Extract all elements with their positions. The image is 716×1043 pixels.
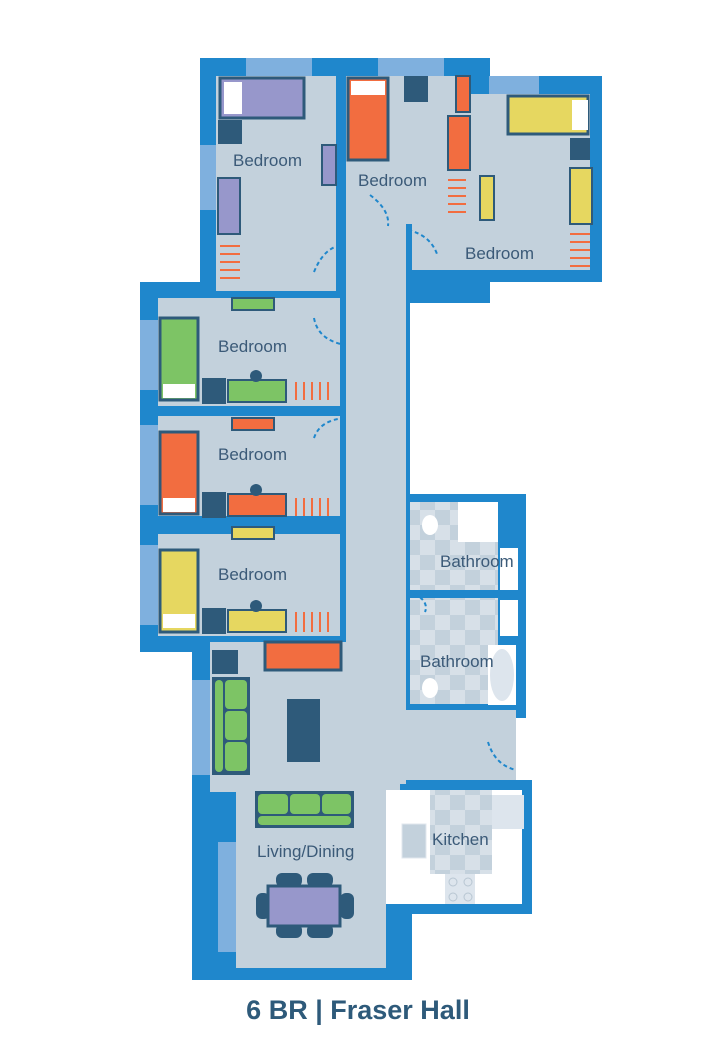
doors (313, 194, 517, 771)
tv-console (263, 640, 343, 672)
toilet-icon (422, 678, 438, 698)
bathtub-icon (490, 649, 514, 701)
label-bedroom-4: Bedroom (218, 337, 287, 356)
label-bathroom-1: Bathroom (440, 552, 514, 571)
coffee-table (287, 699, 320, 762)
label-bedroom-6: Bedroom (218, 565, 287, 584)
label-bedroom-5: Bedroom (218, 445, 287, 464)
label-bedroom-1: Bedroom (233, 151, 302, 170)
closets (220, 179, 590, 632)
stove-icon (445, 874, 475, 904)
label-kitchen: Kitchen (432, 830, 489, 849)
dining-table (256, 873, 354, 938)
label-living-dining: Living/Dining (257, 842, 354, 861)
windows (140, 58, 539, 952)
sink-icon (401, 823, 427, 859)
toilet-icon (422, 515, 438, 535)
label-bedroom-3: Bedroom (465, 244, 534, 263)
label-bathroom-2: Bathroom (420, 652, 494, 671)
label-bedroom-2: Bedroom (358, 171, 427, 190)
plan-title: 6 BR | Fraser Hall (246, 995, 470, 1025)
